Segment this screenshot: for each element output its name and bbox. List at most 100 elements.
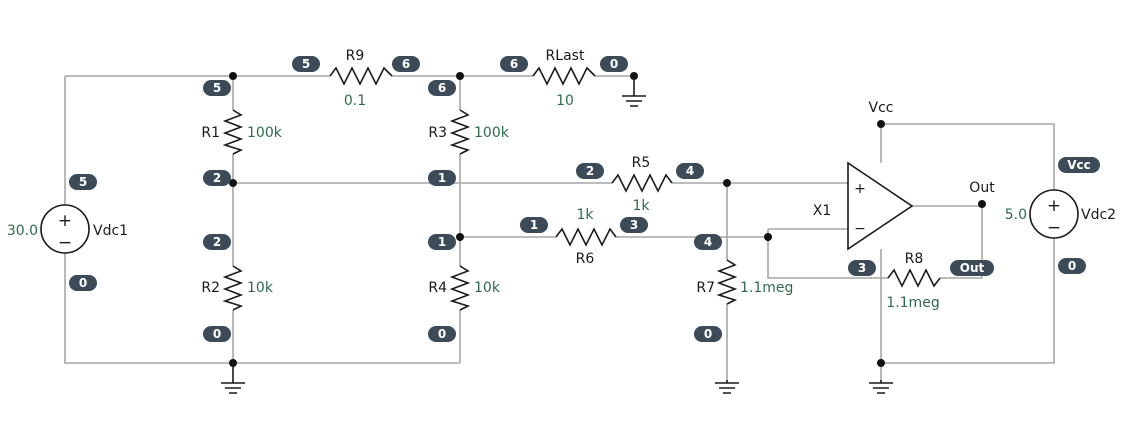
node-badge[interactable]: 4 <box>694 234 722 250</box>
resistor-rlast[interactable]: RLast 10 <box>532 48 596 109</box>
resistor-r4[interactable]: R4 10k <box>428 265 501 311</box>
resistor-r8[interactable]: R8 1.1meg <box>886 251 941 311</box>
node-badge[interactable]: 2 <box>203 170 231 186</box>
resistor-r5[interactable]: R5 1k <box>611 155 673 214</box>
svg-text:0: 0 <box>213 327 221 341</box>
svg-text:Out: Out <box>960 261 985 275</box>
svg-text:1: 1 <box>530 218 538 232</box>
svg-text:0: 0 <box>79 276 87 290</box>
opamp-triangle-icon <box>847 161 914 251</box>
node-badge[interactable]: Vcc <box>1058 157 1100 173</box>
node-badge[interactable]: 5 <box>292 56 320 72</box>
junction-dot <box>764 233 772 241</box>
opamp-minus-input: − <box>854 221 866 237</box>
ground-icon <box>221 363 245 394</box>
resistor-r3[interactable]: R3 100k <box>428 109 510 155</box>
resistor-r6[interactable]: 1k R6 <box>555 207 617 267</box>
node-badge[interactable]: 6 <box>500 56 528 72</box>
component-name: RLast <box>546 48 585 64</box>
component-value: 1.1meg <box>740 280 793 296</box>
svg-text:1: 1 <box>438 235 446 249</box>
node-badge[interactable]: 1 <box>428 170 456 186</box>
node-badge[interactable]: 3 <box>848 260 876 276</box>
junction-dot <box>877 120 885 128</box>
node-badge[interactable]: 3 <box>620 217 648 233</box>
component-value: 1k <box>576 207 594 223</box>
svg-text:5: 5 <box>213 81 221 95</box>
plus-symbol: + <box>1047 196 1061 216</box>
node-badge[interactable]: 0 <box>694 326 722 342</box>
svg-text:6: 6 <box>510 57 518 71</box>
opamp-plus-input: + <box>854 181 866 197</box>
minus-symbol: − <box>58 233 72 253</box>
opamp-x1[interactable]: + − X1 <box>813 161 914 251</box>
voltage-source-vdc2[interactable]: + − 5.0 Vdc2 <box>1005 189 1116 239</box>
voltage-source-vdc1[interactable]: + − 30.0 Vdc1 <box>7 204 128 254</box>
component-name: Vdc1 <box>93 223 128 239</box>
node-badge[interactable]: 0 <box>600 56 628 72</box>
node-badge[interactable]: 4 <box>676 163 704 179</box>
svg-text:0: 0 <box>1068 259 1076 273</box>
node-badge[interactable]: 0 <box>1058 258 1086 274</box>
ground-symbols <box>221 76 893 394</box>
component-value: 10k <box>474 280 501 296</box>
net-label-out: Out <box>969 180 995 196</box>
component-name: R5 <box>632 155 651 171</box>
resistor-r7[interactable]: R7 1.1meg <box>696 259 793 305</box>
junction-dot <box>229 72 237 80</box>
source-circle-icon <box>1029 189 1079 239</box>
junction-dot <box>723 179 731 187</box>
node-badge[interactable]: 6 <box>392 56 420 72</box>
component-value: 0.1 <box>344 93 366 109</box>
ground-icon <box>622 76 646 107</box>
node-badge[interactable]: 2 <box>203 234 231 250</box>
resistor-r1[interactable]: R1 100k <box>201 109 283 155</box>
svg-text:0: 0 <box>438 327 446 341</box>
component-name: X1 <box>813 203 832 219</box>
junction-dot <box>456 72 464 80</box>
component-value: 5.0 <box>1005 207 1027 223</box>
svg-text:0: 0 <box>610 57 618 71</box>
node-badge[interactable]: Out <box>950 260 994 276</box>
component-name: R8 <box>905 251 924 267</box>
resistor-r2[interactable]: R2 10k <box>201 265 274 311</box>
svg-text:Vcc: Vcc <box>1067 158 1091 172</box>
component-value: 100k <box>474 125 510 141</box>
svg-text:2: 2 <box>586 164 594 178</box>
component-value: 1.1meg <box>886 295 939 311</box>
svg-text:4: 4 <box>704 235 712 249</box>
node-badge[interactable]: 1 <box>428 234 456 250</box>
ground-icon <box>715 380 739 394</box>
svg-text:2: 2 <box>213 235 221 249</box>
node-badges: 5 6 6 0 5 6 5 0 2 2 0 1 1 0 2 4 1 3 4 0 … <box>69 56 1100 342</box>
node-badge[interactable]: 2 <box>576 163 604 179</box>
node-badge[interactable]: 5 <box>203 80 231 96</box>
component-name: R6 <box>576 251 595 267</box>
component-name: R4 <box>428 280 447 296</box>
node-badge[interactable]: 6 <box>428 80 456 96</box>
plus-symbol: + <box>58 211 72 231</box>
component-name: R1 <box>201 125 220 141</box>
svg-text:5: 5 <box>302 57 310 71</box>
component-value: 10 <box>556 93 574 109</box>
node-badge[interactable]: 0 <box>428 326 456 342</box>
component-value: 1k <box>632 198 650 214</box>
node-badge[interactable]: 0 <box>69 275 97 291</box>
component-value: 30.0 <box>7 223 38 239</box>
component-name: R3 <box>428 125 447 141</box>
junction-dot <box>978 200 986 208</box>
node-badge[interactable]: 1 <box>520 217 548 233</box>
component-name: R7 <box>696 280 715 296</box>
node-badge[interactable]: 5 <box>69 174 97 190</box>
minus-symbol: − <box>1047 218 1061 238</box>
node-badge[interactable]: 0 <box>203 326 231 342</box>
svg-text:5: 5 <box>79 175 87 189</box>
svg-text:3: 3 <box>630 218 638 232</box>
component-value: 10k <box>247 280 274 296</box>
junction-dot <box>456 233 464 241</box>
svg-text:0: 0 <box>704 327 712 341</box>
net-label-vcc: Vcc <box>869 100 894 116</box>
component-name: Vdc2 <box>1081 207 1116 223</box>
resistor-r9[interactable]: R9 0.1 <box>329 48 393 109</box>
